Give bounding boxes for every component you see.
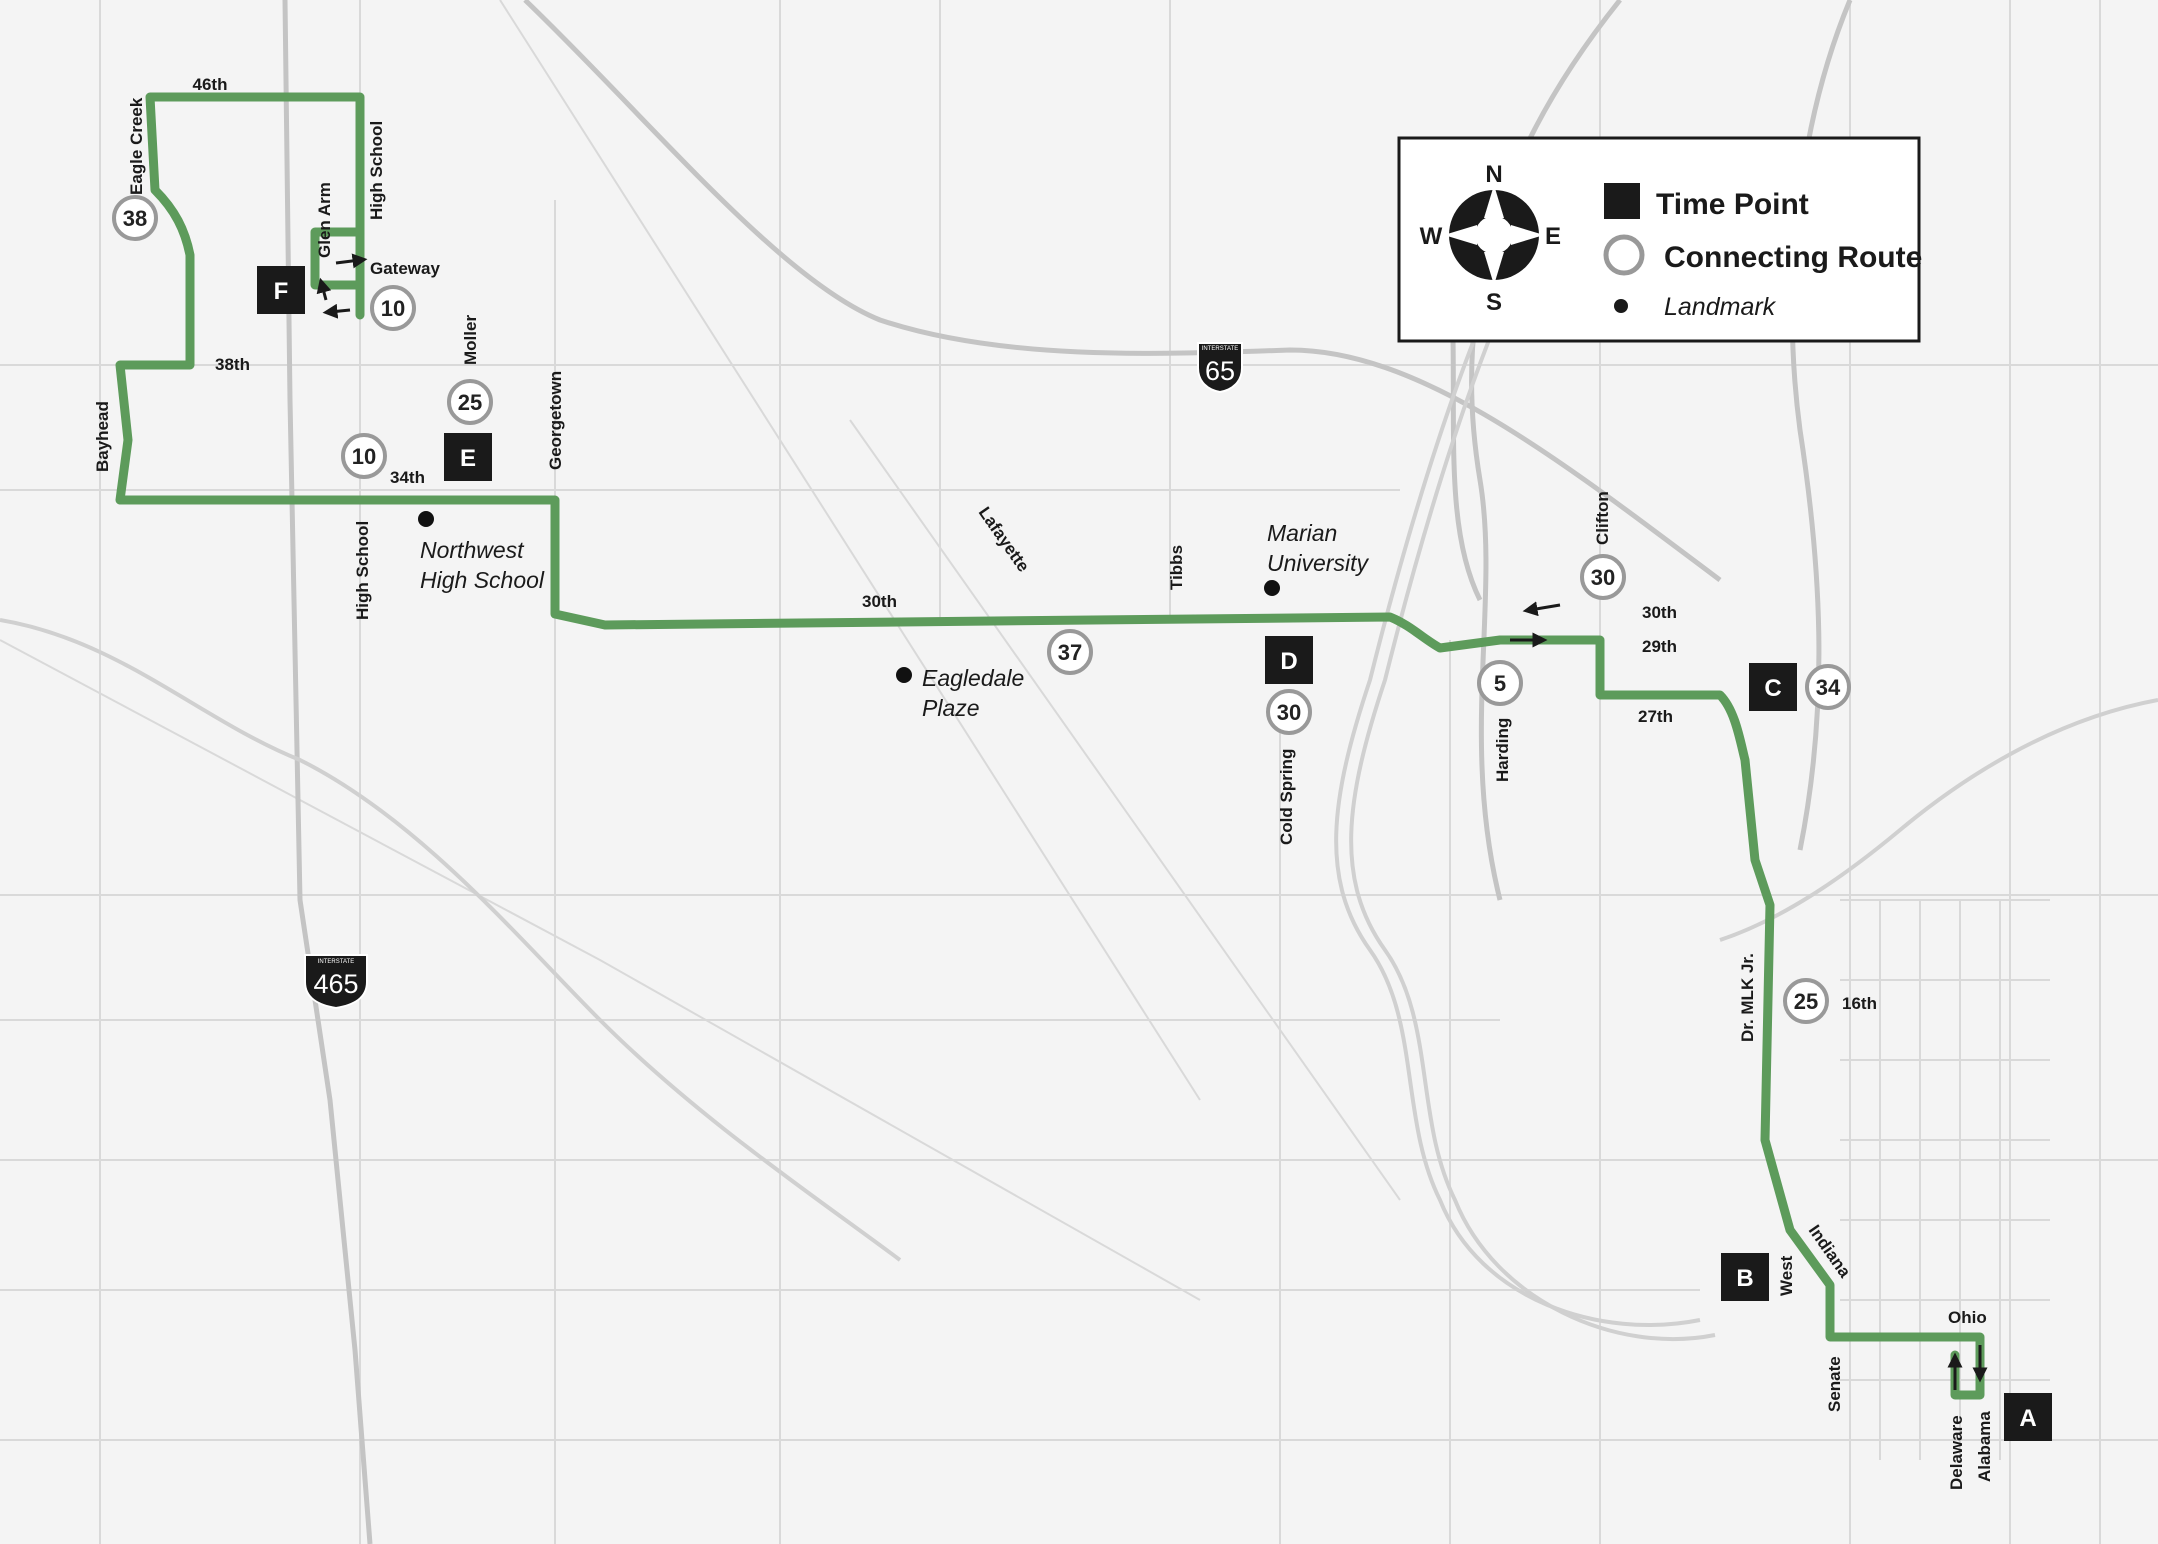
legend-connecting-route-label: Connecting Route [1664, 241, 1922, 274]
svg-text:34: 34 [1816, 675, 1841, 700]
label-georgetown: Georgetown [546, 371, 565, 470]
label-lafayette: Lafayette [975, 503, 1033, 575]
connecting-route-34[interactable]: 34 [1805, 664, 1851, 710]
compass-s: S [1486, 289, 1502, 316]
label-34th: 34th [390, 468, 425, 487]
i65-shield-icon: INTERSTATE 65 [1197, 342, 1243, 394]
connecting-route-5[interactable]: 5 [1477, 660, 1523, 706]
label-high-school-south: High School [353, 521, 372, 620]
label-harding: Harding [1493, 718, 1512, 782]
label-moller: Moller [461, 315, 480, 365]
connecting-routes: 38 10 25 10 37 30 30 5 [112, 195, 1851, 1024]
time-point-d[interactable]: D [1265, 636, 1313, 684]
svg-text:38: 38 [123, 206, 147, 231]
legend-time-point-icon [1604, 183, 1640, 219]
i65-shield-number: 65 [1205, 356, 1235, 386]
compass-icon: N S W E [1420, 161, 1561, 316]
svg-text:C: C [1764, 675, 1781, 702]
label-ohio: Ohio [1948, 1308, 1987, 1327]
legend-landmark-icon [1614, 299, 1628, 313]
label-tibbs: Tibbs [1167, 545, 1186, 590]
i65-shield-top: INTERSTATE [1202, 346, 1238, 352]
landmarks: Northwest High School Marian University … [418, 511, 1369, 721]
i465-shield-number: 465 [313, 969, 358, 999]
time-points: F E D C B A [257, 266, 2052, 1441]
landmark-marian-line1: Marian [1267, 520, 1337, 546]
svg-text:10: 10 [352, 444, 376, 469]
arrow-gateway-south [322, 303, 351, 319]
connecting-route-30-clifton[interactable]: 30 [1580, 554, 1626, 600]
landmark-dot-eagledale [896, 667, 912, 683]
label-30th-west: 30th [862, 592, 897, 611]
svg-text:10: 10 [381, 296, 405, 321]
label-46th: 46th [193, 75, 228, 94]
connecting-route-25-16th[interactable]: 25 [1783, 978, 1829, 1024]
svg-text:E: E [460, 445, 476, 472]
connecting-route-38[interactable]: 38 [112, 195, 158, 241]
svg-text:30: 30 [1591, 565, 1615, 590]
time-point-b[interactable]: B [1721, 1253, 1769, 1301]
legend-time-point-label: Time Point [1656, 188, 1809, 221]
compass-w: W [1420, 223, 1443, 250]
label-gateway: Gateway [370, 259, 440, 278]
label-27th: 27th [1638, 707, 1673, 726]
landmark-eagledale-line1: Eagledale [922, 665, 1024, 691]
legend: N S W E Time Point Connecting Route Land… [1397, 136, 1922, 343]
label-16th: 16th [1842, 994, 1877, 1013]
i465-shield-top: INTERSTATE [318, 959, 354, 965]
label-30th-east: 30th [1642, 603, 1677, 622]
arrow-glen-arm [316, 277, 332, 301]
label-clifton: Clifton [1593, 491, 1612, 545]
landmark-dot-marian [1264, 580, 1280, 596]
landmark-northwest-line1: Northwest [420, 537, 525, 563]
connecting-route-10-34th[interactable]: 10 [341, 433, 387, 479]
compass-e: E [1545, 223, 1561, 250]
label-west: West [1777, 1255, 1796, 1296]
label-eagle-creek: Eagle Creek [127, 97, 146, 195]
connecting-route-37[interactable]: 37 [1047, 629, 1093, 675]
time-point-a[interactable]: A [2004, 1393, 2052, 1441]
i465-shield-icon: INTERSTATE 465 [304, 954, 368, 1010]
svg-text:25: 25 [458, 390, 482, 415]
landmark-northwest-line2: High School [420, 567, 545, 593]
svg-text:B: B [1736, 1265, 1753, 1292]
compass-n: N [1485, 161, 1502, 188]
time-point-c[interactable]: C [1749, 663, 1797, 711]
river [0, 299, 2158, 1341]
svg-text:F: F [274, 278, 289, 305]
arrow-30th-west [1522, 601, 1561, 617]
label-senate: Senate [1825, 1356, 1844, 1412]
svg-text:D: D [1280, 648, 1297, 675]
time-point-f[interactable]: F [257, 266, 305, 314]
label-38th: 38th [215, 355, 250, 374]
label-alabama: Alabama [1975, 1411, 1994, 1482]
svg-text:30: 30 [1277, 700, 1301, 725]
legend-connecting-route-icon [1603, 234, 1645, 276]
label-delaware: Delaware [1947, 1415, 1966, 1490]
svg-text:37: 37 [1058, 640, 1082, 665]
label-glen-arm: Glen Arm [315, 182, 334, 258]
street-labels: 46th Eagle Creek High School Glen Arm Ga… [93, 75, 1994, 1490]
label-mlk: Dr. MLK Jr. [1738, 953, 1757, 1042]
label-cold-spring: Cold Spring [1277, 749, 1296, 845]
landmark-eagledale-line2: Plaze [922, 695, 980, 721]
connecting-route-25-moller[interactable]: 25 [447, 379, 493, 425]
svg-text:25: 25 [1794, 989, 1818, 1014]
landmark-dot-northwest [418, 511, 434, 527]
arrow-gateway-north [335, 253, 368, 269]
time-point-e[interactable]: E [444, 433, 492, 481]
label-indiana: Indiana [1805, 1221, 1855, 1281]
connecting-route-30-cold-spring[interactable]: 30 [1266, 689, 1312, 735]
label-high-school-north: High School [367, 121, 386, 220]
svg-text:A: A [2019, 1405, 2036, 1432]
svg-text:5: 5 [1494, 671, 1506, 696]
connecting-route-10-gateway[interactable]: 10 [370, 285, 416, 331]
label-bayhead: Bayhead [93, 401, 112, 472]
label-29th: 29th [1642, 637, 1677, 656]
legend-landmark-label: Landmark [1664, 293, 1777, 321]
landmark-marian-line2: University [1267, 550, 1369, 576]
direction-arrows [316, 253, 1988, 1390]
